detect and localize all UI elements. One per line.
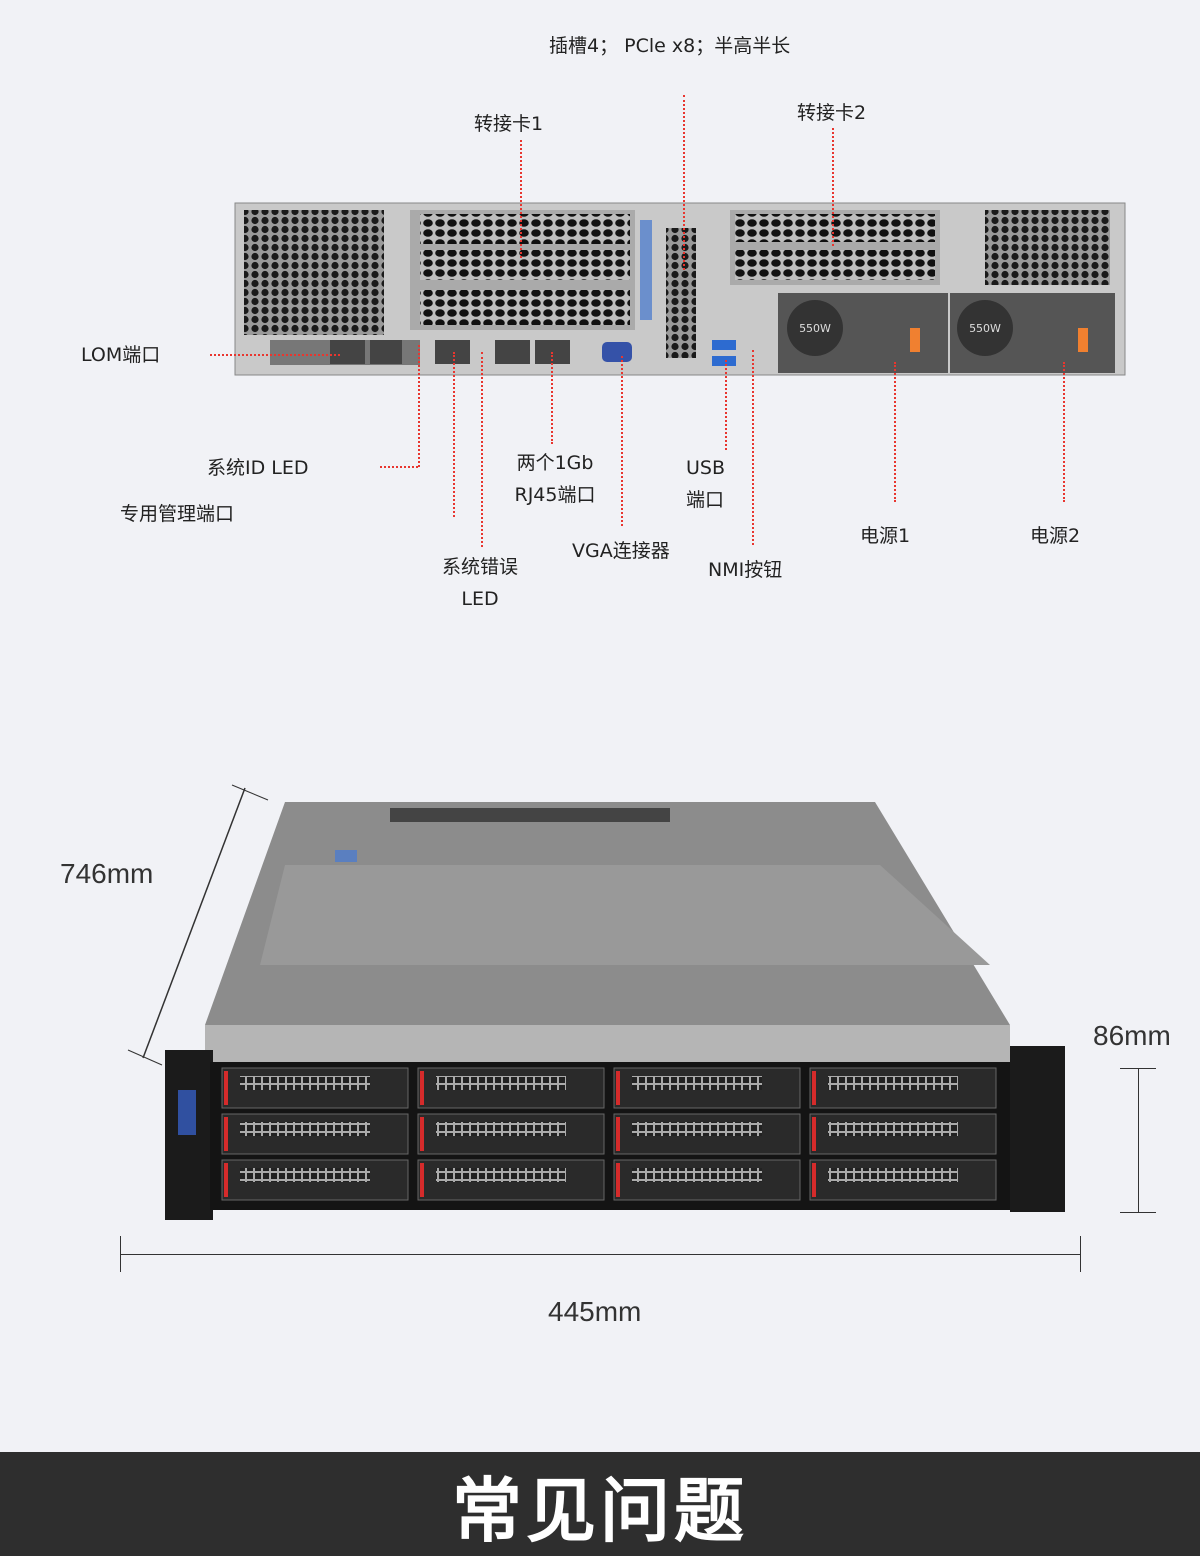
width-label: 445mm: [548, 1296, 642, 1327]
drive-latch: [812, 1071, 816, 1105]
drive-latch: [420, 1163, 424, 1197]
drive-latch: [616, 1071, 620, 1105]
drive-latch: [224, 1163, 228, 1197]
sys-err-led-label: 系统错误 LED: [432, 551, 528, 615]
drive-grille: [632, 1168, 762, 1182]
usb-label: USB 端口: [686, 452, 725, 516]
drive-grille: [632, 1076, 762, 1090]
usb-line1: USB: [686, 457, 726, 479]
height-label: 86mm: [1093, 1020, 1171, 1051]
server-rear-view: 550W 550W: [234, 202, 1126, 376]
drive-latch: [224, 1117, 228, 1151]
riser1-label: 转接卡1: [474, 113, 544, 135]
mgmt-port-label: 专用管理端口: [120, 503, 235, 525]
drive-latch: [616, 1117, 620, 1151]
sys-err-line2: LED: [461, 588, 499, 610]
drive-grille: [632, 1122, 762, 1136]
drive-latch: [616, 1163, 620, 1197]
drive-latch: [812, 1163, 816, 1197]
psu1-rating: 550W: [799, 322, 831, 335]
rj45-line2: RJ45端口: [514, 484, 596, 506]
system-id-led-label: 系统ID LED: [207, 457, 309, 479]
drive-grille: [240, 1122, 370, 1136]
drive-grille: [828, 1122, 958, 1136]
lom-label: LOM端口: [81, 344, 161, 366]
rj45-line1: 两个1Gb: [516, 452, 594, 474]
drive-latch: [420, 1117, 424, 1151]
riser2-label: 转接卡2: [797, 102, 867, 124]
drive-grille: [240, 1076, 370, 1090]
faq-section-header: 常见问题: [0, 1452, 1200, 1556]
drive-latch: [812, 1117, 816, 1151]
faq-title: 常见问题: [452, 1470, 748, 1552]
psu2-label: 电源2: [1030, 525, 1081, 547]
drive-grille: [436, 1168, 566, 1182]
depth-label: 746mm: [60, 858, 154, 889]
psu2-rating: 550W: [969, 322, 1001, 335]
drive-grille: [436, 1122, 566, 1136]
drive-grille: [828, 1076, 958, 1090]
vga-label: VGA连接器: [572, 540, 670, 562]
drive-grille: [240, 1168, 370, 1182]
slot-label: 插槽4； PCle x8；半高半长: [549, 35, 791, 57]
usb-line2: 端口: [686, 489, 725, 511]
server-front-view: [127, 784, 1065, 1220]
nmi-label: NMI按钮: [708, 559, 783, 581]
sys-err-line1: 系统错误: [441, 556, 518, 578]
drive-grille: [828, 1168, 958, 1182]
drive-latch: [224, 1071, 228, 1105]
drive-latch: [420, 1071, 424, 1105]
psu1-label: 电源1: [860, 525, 911, 547]
drive-grille: [436, 1076, 566, 1090]
